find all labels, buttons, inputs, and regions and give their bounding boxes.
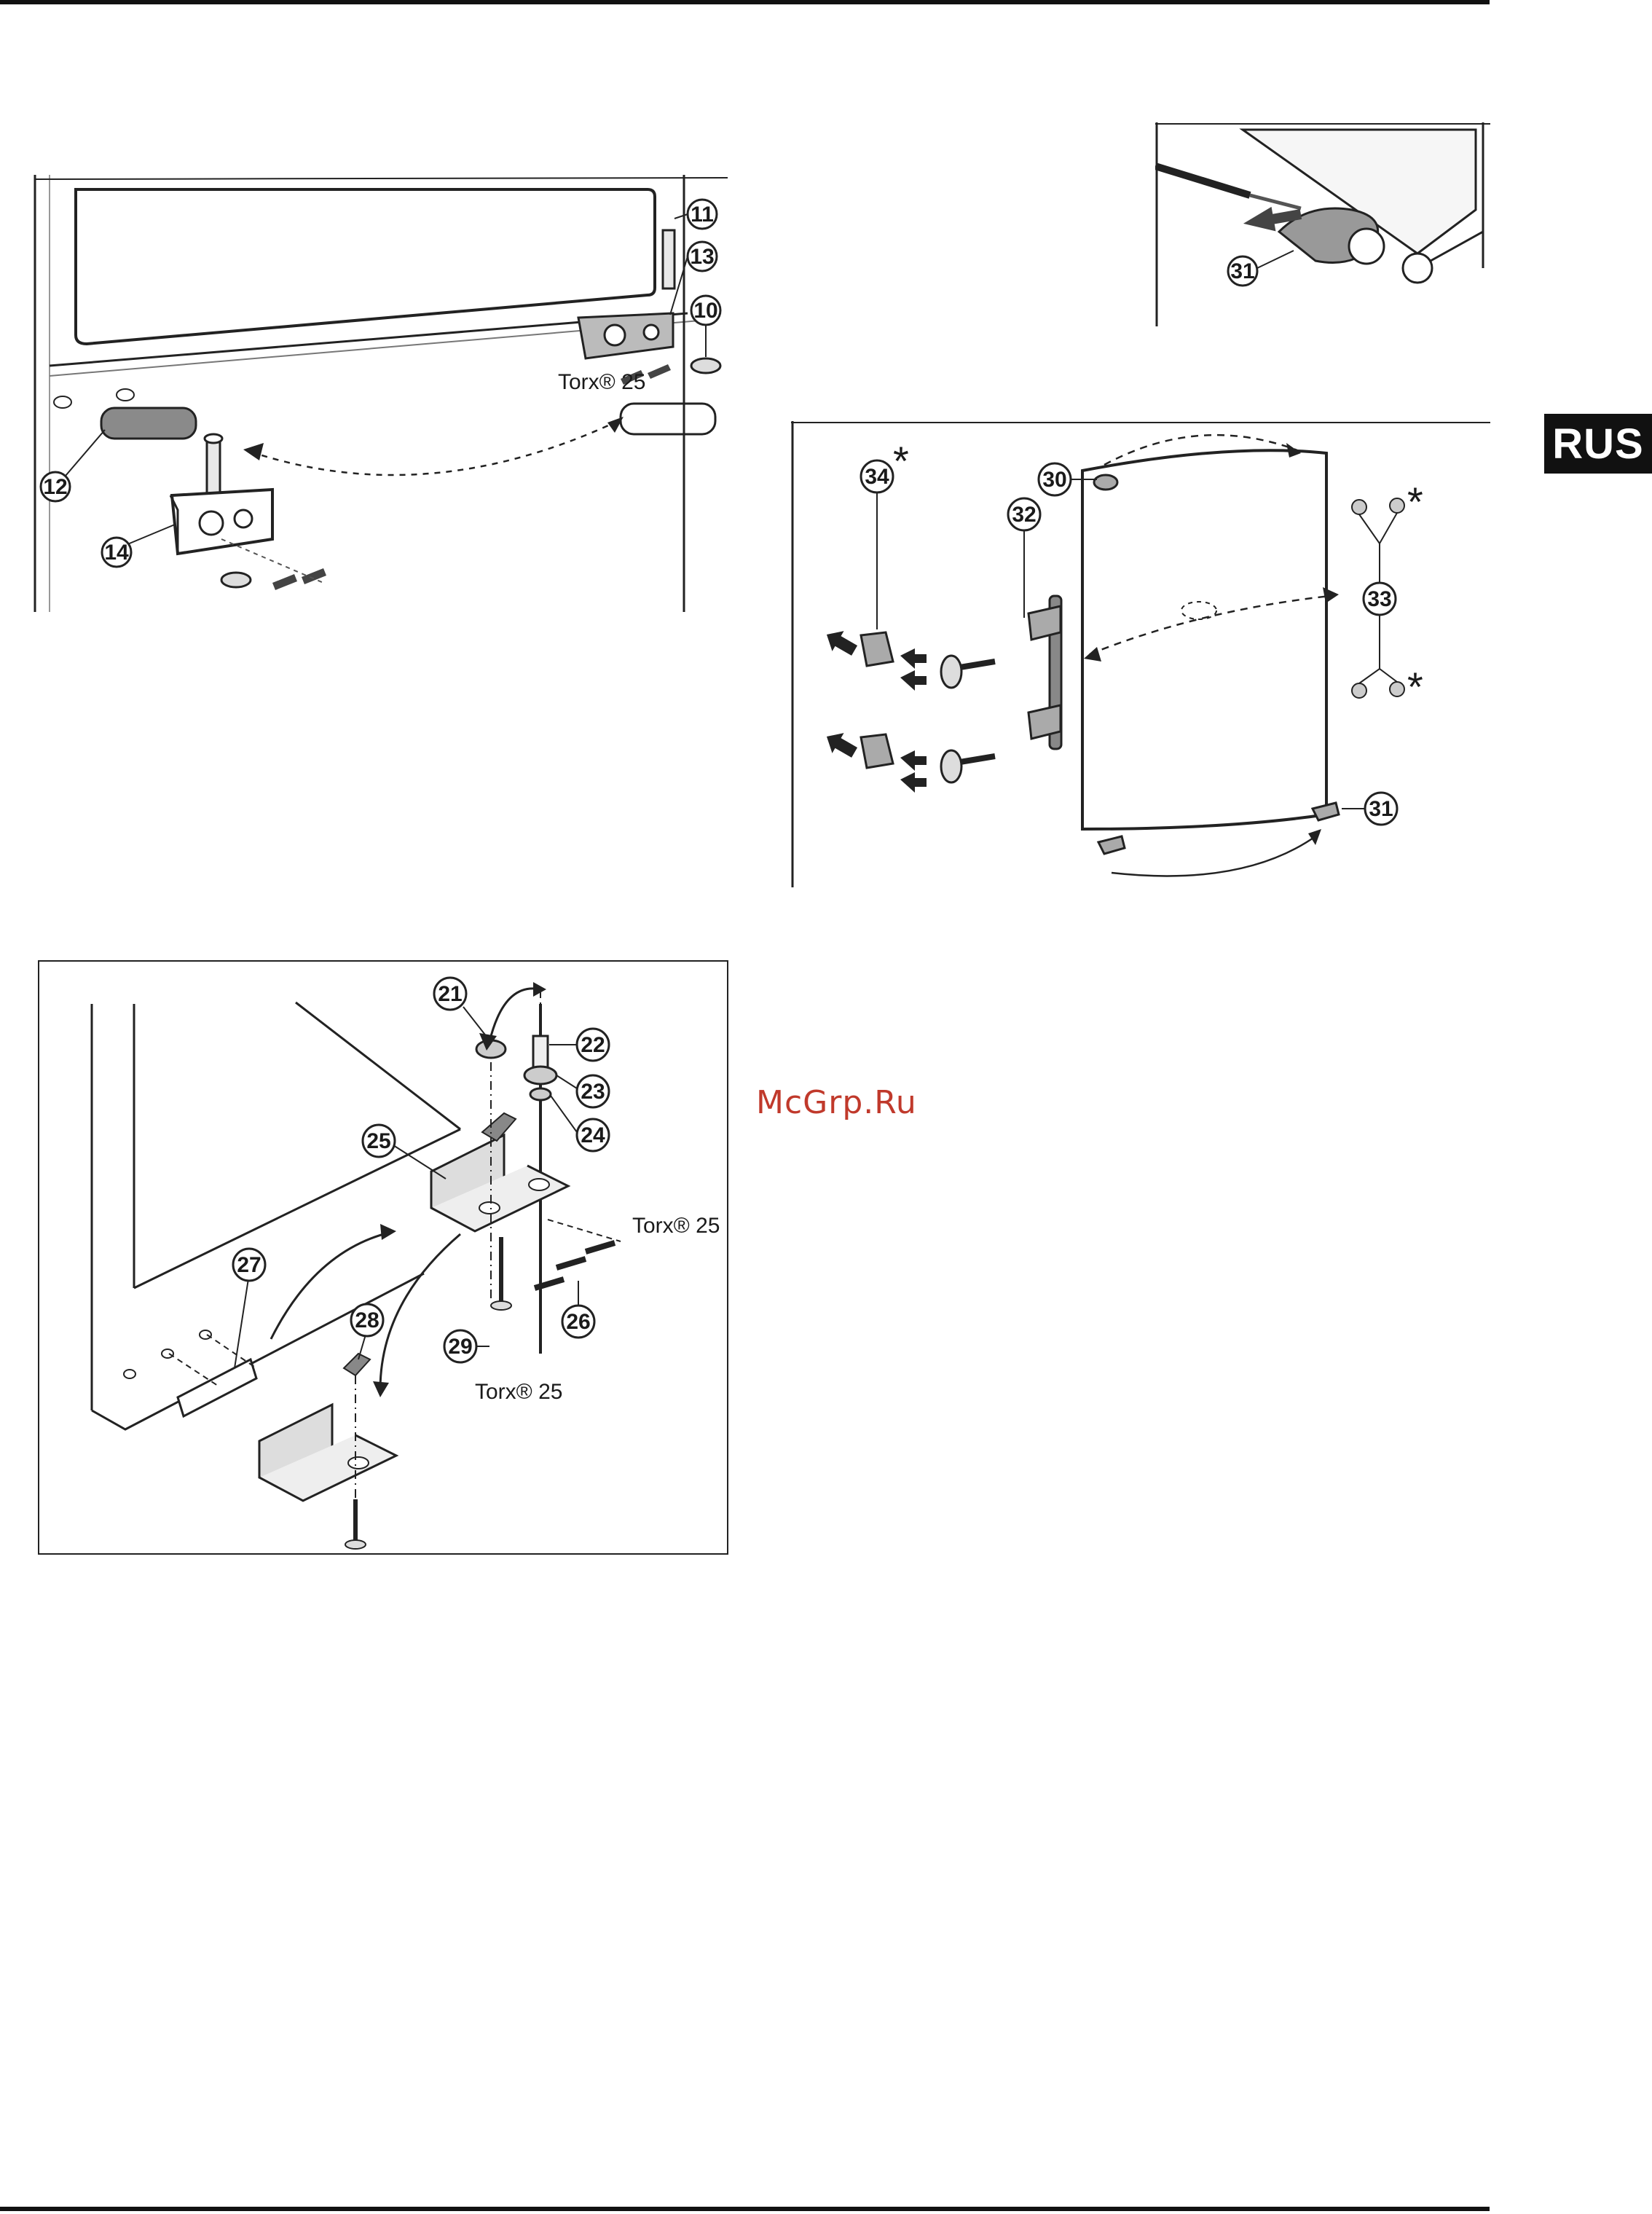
svg-text:30: 30	[1042, 468, 1066, 492]
svg-text:23: 23	[581, 1080, 605, 1104]
svg-text:24: 24	[581, 1123, 605, 1147]
asterisk: *	[893, 438, 909, 484]
torx-label: Torx® 25	[558, 370, 645, 394]
svg-text:25: 25	[366, 1129, 390, 1153]
asterisk: *	[1407, 664, 1423, 710]
watermark: McGrp.Ru	[756, 1084, 917, 1121]
torx-label-upper: Torx® 25	[632, 1214, 720, 1238]
svg-text:27: 27	[237, 1253, 261, 1277]
figure-top-right: 31	[1155, 122, 1490, 326]
svg-text:31: 31	[1369, 797, 1393, 821]
figure-top-left: 11 13 10 12 14 Torx® 25	[32, 175, 731, 612]
language-tab: RUS	[1544, 414, 1652, 474]
svg-text:10: 10	[693, 299, 717, 323]
svg-text:13: 13	[690, 245, 714, 269]
figure-bottom-left: 21 22 23 24 25 26 27	[38, 960, 728, 1555]
svg-text:11: 11	[691, 203, 714, 227]
svg-text:31: 31	[1230, 259, 1254, 283]
svg-text:28: 28	[355, 1308, 379, 1332]
figure-door: 34 * 30 32 33 * * 31	[791, 421, 1490, 887]
svg-text:29: 29	[448, 1335, 472, 1359]
svg-text:21: 21	[438, 982, 462, 1006]
svg-text:26: 26	[566, 1310, 590, 1334]
svg-text:32: 32	[1012, 503, 1036, 527]
svg-text:12: 12	[43, 475, 67, 499]
asterisk: *	[1407, 479, 1423, 525]
svg-text:34: 34	[865, 465, 889, 489]
top-rule	[0, 0, 1490, 4]
svg-text:33: 33	[1367, 587, 1391, 611]
svg-text:14: 14	[104, 541, 129, 565]
svg-text:22: 22	[581, 1033, 605, 1057]
bottom-rule	[0, 2207, 1490, 2211]
torx-label-lower: Torx® 25	[475, 1380, 562, 1404]
